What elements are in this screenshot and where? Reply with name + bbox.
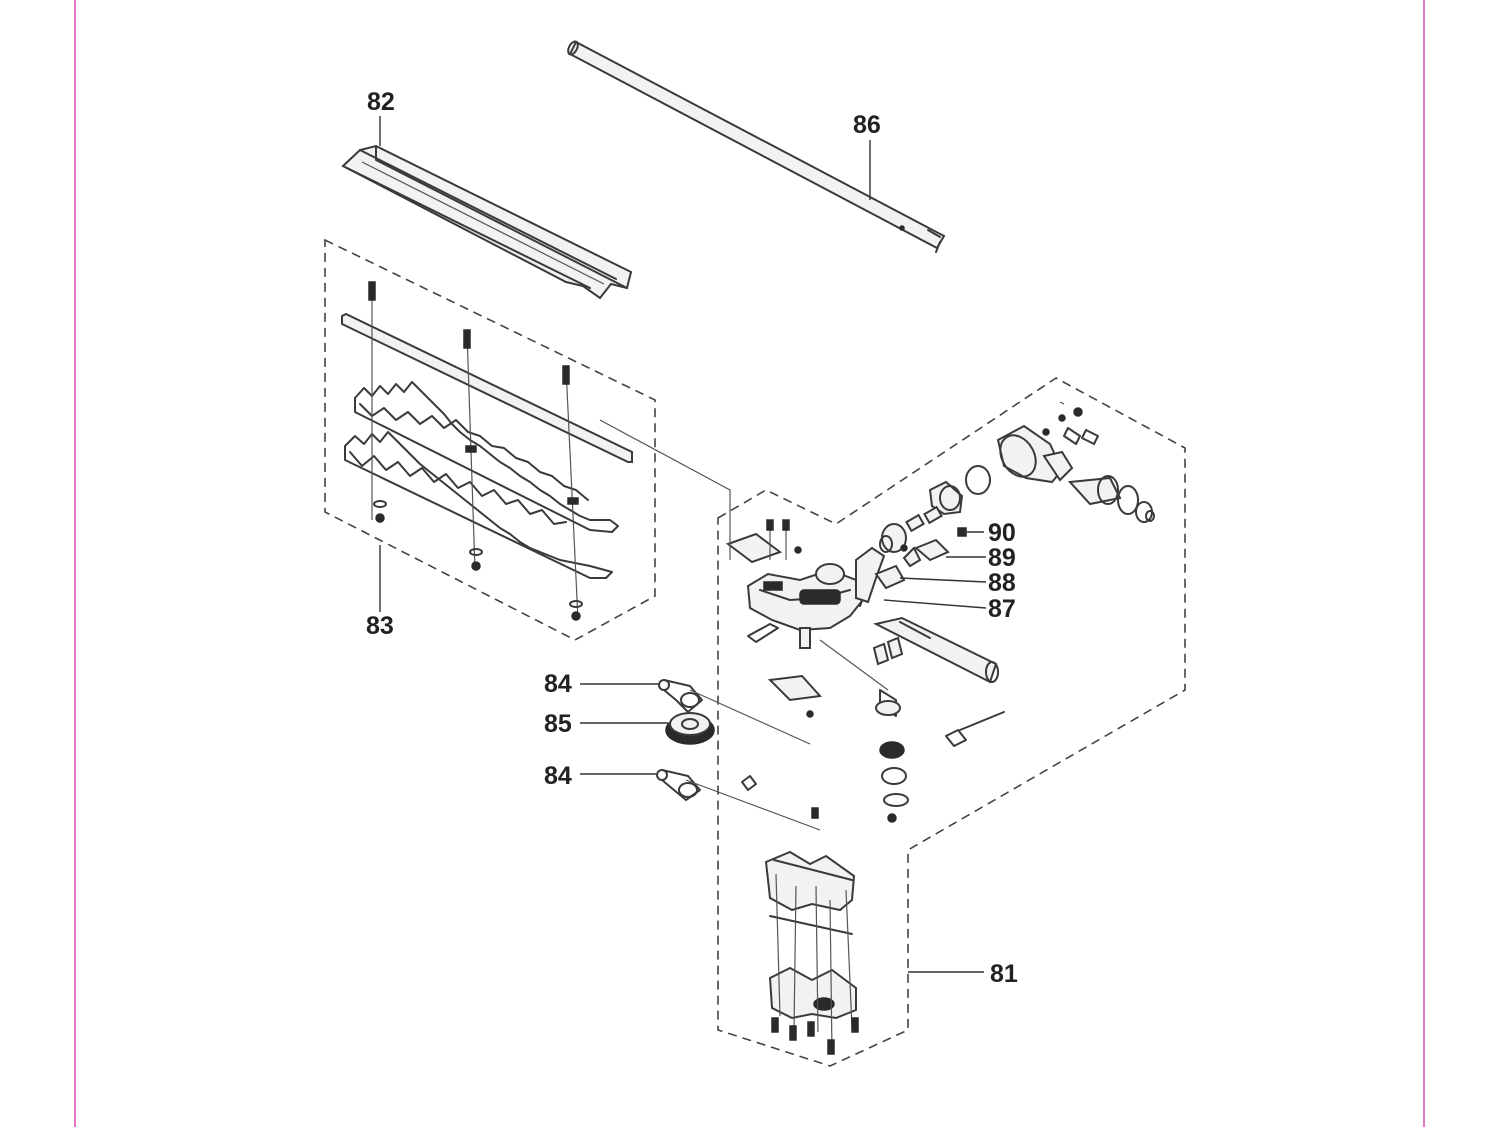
right-margin-line	[1423, 0, 1425, 1127]
blade-bolts	[368, 281, 583, 621]
callout-84-lower: 84	[544, 762, 572, 790]
callout-81: 81	[990, 960, 1018, 988]
left-margin-line	[74, 0, 76, 1127]
gear-cover	[764, 850, 859, 1055]
gear-head-housing	[725, 519, 868, 643]
callout-90: 90	[988, 519, 1016, 547]
callout-88: 88	[988, 569, 1016, 597]
connecting-rod-upper	[658, 679, 703, 713]
gear-shaft-stack	[767, 627, 1005, 823]
blade-guard	[341, 144, 633, 300]
blade-assembly-group	[324, 238, 656, 641]
callout-85: 85	[544, 710, 572, 738]
shaft-coupling-tube	[855, 546, 999, 684]
angle-gearbox-parts	[874, 401, 1155, 590]
callout-84-upper: 84	[544, 670, 572, 698]
callout-87: 87	[988, 595, 1016, 623]
drive-shaft-tube	[567, 40, 946, 253]
connecting-rod-lower	[656, 769, 819, 819]
callout-89: 89	[988, 544, 1016, 572]
drive-gear	[665, 712, 715, 745]
callout-82: 82	[367, 88, 395, 116]
callout-86: 86	[853, 111, 881, 139]
callout-83: 83	[366, 612, 394, 640]
gearbox-assembly-group	[717, 377, 1186, 1067]
